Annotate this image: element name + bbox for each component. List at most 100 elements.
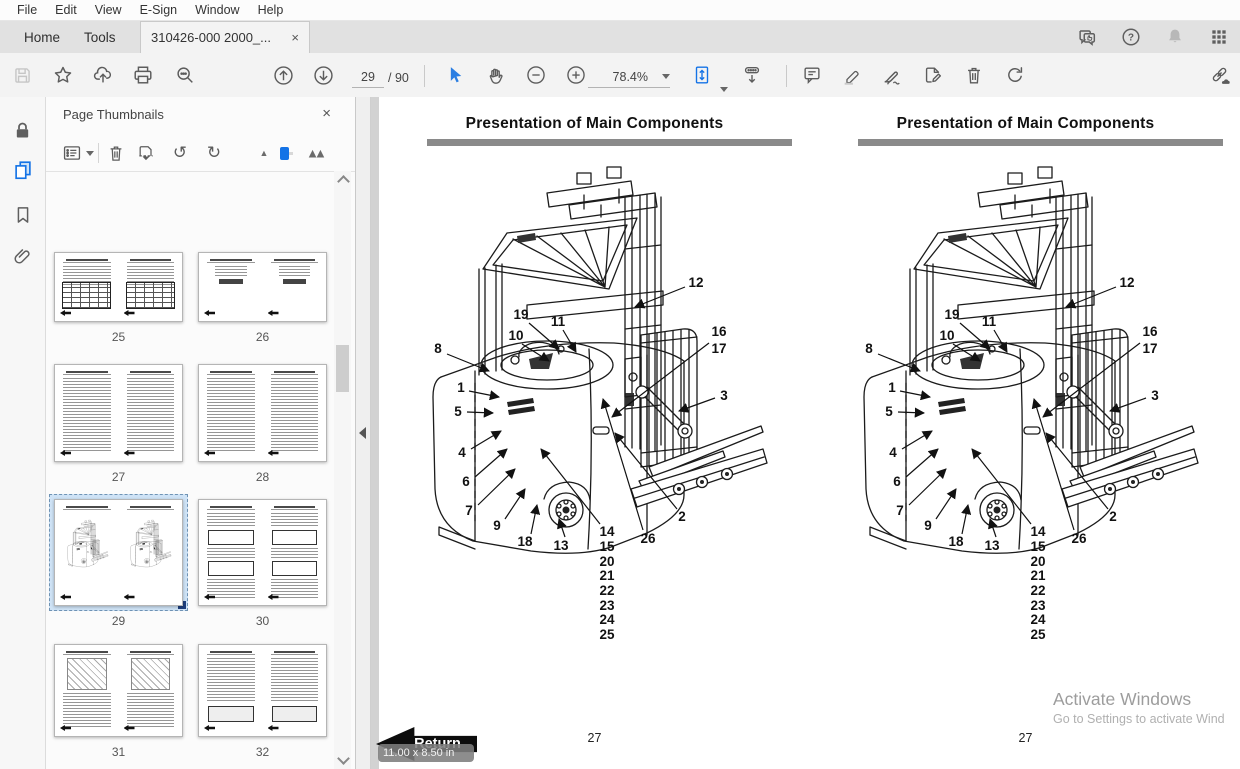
tab-bar: Home Tools 310426-000 2000_... × ? — [0, 21, 1240, 53]
page-thumbnails-icon[interactable] — [11, 158, 35, 182]
enlarge-thumbnails-icon[interactable]: ▲▲ — [306, 145, 327, 161]
thumbnail-page-31[interactable] — [54, 644, 183, 737]
fit-page-chevron-icon[interactable] — [720, 87, 728, 92]
tab-tools[interactable]: Tools — [84, 29, 116, 45]
thumbnail-options-icon[interactable] — [62, 143, 83, 164]
document-tab-title: 310426-000 2000_... — [151, 30, 271, 45]
callout-number-21: 21 — [1030, 568, 1046, 583]
callout-number-23: 23 — [1030, 598, 1046, 613]
thumbnail-page-label: 28 — [255, 470, 270, 484]
thumbnail-page-32[interactable] — [198, 644, 327, 737]
select-tool-icon[interactable] — [442, 62, 468, 88]
menu-item-edit[interactable]: Edit — [55, 3, 77, 17]
thumbnails-panel: Page Thumbnails × — [46, 97, 356, 769]
redo-icon[interactable] — [1002, 62, 1028, 88]
favorite-star-icon[interactable] — [50, 62, 76, 88]
share-link-icon[interactable] — [1207, 62, 1233, 88]
extract-pages-icon[interactable] — [136, 143, 156, 163]
print-icon[interactable] — [130, 62, 156, 88]
feedback-icon[interactable] — [1076, 26, 1098, 48]
search-icon[interactable] — [172, 62, 198, 88]
reduce-thumbnails-icon[interactable]: ▲ — [259, 148, 269, 158]
thumbnail-size-slider[interactable] — [277, 144, 295, 162]
callout-leader-11 — [993, 329, 1008, 353]
callout-number-3: 3 — [1151, 388, 1159, 403]
collapse-panel-icon[interactable] — [359, 427, 366, 439]
fit-page-icon[interactable] — [689, 62, 715, 88]
heading-underline-bar — [858, 139, 1223, 146]
callout-leader-3 — [678, 397, 716, 413]
panel-scrollbar[interactable] — [334, 171, 351, 769]
help-icon[interactable]: ? — [1120, 26, 1142, 48]
callout-number-23: 23 — [599, 598, 615, 613]
zoom-level-dropdown[interactable]: 78.4% — [588, 66, 670, 88]
callout-number-6: 6 — [893, 474, 901, 489]
comment-icon[interactable] — [799, 62, 825, 88]
callout-number-9: 9 — [924, 518, 932, 533]
thumbnail-page-30[interactable] — [198, 499, 327, 606]
rotate-left-icon[interactable]: ↺ — [172, 143, 188, 163]
scrollbar-thumb[interactable] — [336, 345, 349, 392]
share-upload-icon[interactable] — [90, 62, 116, 88]
menu-bar: File Edit View E-Sign Window Help — [0, 0, 1240, 21]
scroll-down-icon[interactable] — [337, 752, 350, 765]
zoom-out-icon[interactable] — [523, 62, 549, 88]
menu-item-e-sign[interactable]: E-Sign — [139, 3, 178, 17]
sign-pen-icon[interactable] — [879, 62, 905, 88]
next-page-icon[interactable] — [310, 62, 336, 88]
menu-item-window[interactable]: Window — [195, 3, 240, 17]
attachments-paperclip-icon[interactable] — [11, 244, 35, 268]
page-number-input[interactable] — [352, 67, 384, 88]
panel-close-icon[interactable]: × — [322, 105, 331, 122]
thumbnail-page-28[interactable] — [198, 364, 327, 462]
thumbnail-page-29[interactable] — [54, 499, 183, 606]
panel-divider[interactable] — [356, 97, 371, 769]
apps-grid-icon[interactable] — [1208, 26, 1230, 48]
callout-number-5: 5 — [885, 404, 893, 419]
callout-number-17: 17 — [1142, 341, 1157, 356]
callout-leader-11 — [562, 329, 577, 353]
thumbnail-options-chevron-icon[interactable] — [86, 151, 94, 156]
scroll-up-icon[interactable] — [337, 175, 350, 188]
scrolling-mode-icon[interactable] — [739, 62, 765, 88]
panel-trash-icon[interactable] — [106, 143, 126, 163]
tab-home[interactable]: Home — [24, 29, 61, 45]
callout-leader-2 — [1045, 432, 1109, 510]
thumbnail-page-label: 29 — [111, 614, 126, 628]
lock-icon[interactable] — [11, 118, 35, 142]
hand-tool-icon[interactable] — [483, 62, 509, 88]
callout-number-2: 2 — [1109, 509, 1117, 524]
callout-leader-6 — [905, 448, 939, 478]
menu-item-help[interactable]: Help — [257, 3, 284, 17]
menu-item-file[interactable]: File — [17, 3, 38, 17]
delete-pages-icon[interactable] — [961, 62, 987, 88]
previous-page-icon[interactable] — [270, 62, 296, 88]
thumbnail-page-label: 26 — [255, 330, 270, 344]
fill-sign-icon[interactable] — [920, 62, 946, 88]
heading-underline-bar — [427, 139, 792, 146]
callout-number-19: 19 — [513, 307, 528, 322]
callout-number-15: 15 — [599, 539, 615, 554]
thumbnail-page-25[interactable] — [54, 252, 183, 322]
menu-item-view[interactable]: View — [94, 3, 122, 17]
callout-number-11: 11 — [551, 314, 566, 329]
callout-leader-16 — [1042, 342, 1141, 418]
callout-number-16: 16 — [711, 324, 727, 339]
bookmarks-icon[interactable] — [11, 203, 35, 227]
notifications-bell-icon[interactable] — [1164, 26, 1186, 48]
save-icon[interactable] — [9, 62, 35, 88]
highlight-icon[interactable] — [839, 62, 865, 88]
thumbnail-page-27[interactable] — [54, 364, 183, 462]
close-tab-icon[interactable]: × — [291, 30, 299, 45]
tab-document[interactable]: 310426-000 2000_... × — [140, 21, 310, 53]
zoom-in-icon[interactable] — [563, 62, 589, 88]
thumbnail-page-26[interactable] — [198, 252, 327, 322]
rotate-right-icon[interactable]: ↻ — [206, 143, 222, 163]
callout-leader-13 — [988, 518, 998, 538]
callout-leader-9 — [504, 488, 526, 520]
